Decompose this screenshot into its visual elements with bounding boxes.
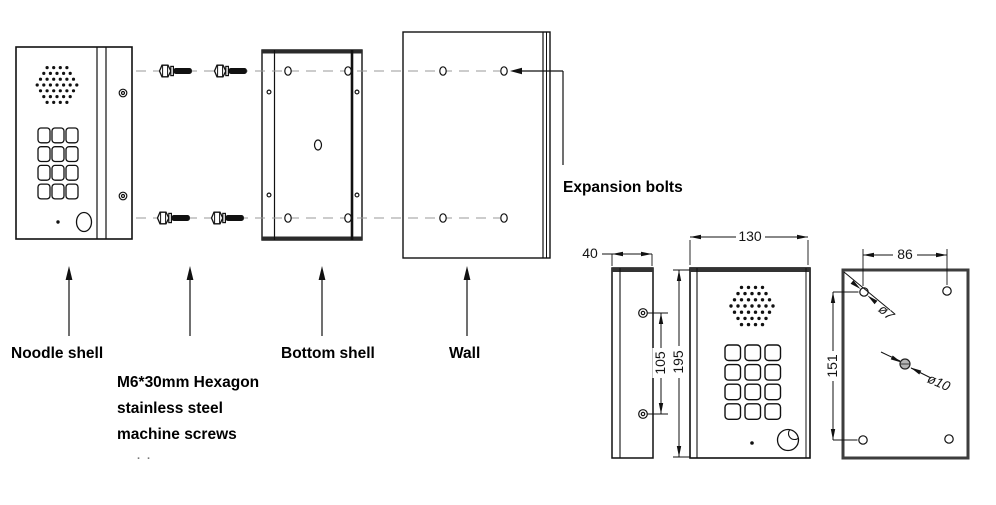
truncated-text: ..	[137, 450, 158, 462]
shell-screw-holes	[118, 88, 128, 201]
wall-holes	[439, 66, 508, 223]
dim-panel-height: 195	[670, 350, 686, 374]
dim-side-depth: 40	[582, 245, 598, 261]
dim-panel-width: 130	[738, 228, 762, 244]
front-view-dimension-drawing: 130 195	[670, 228, 811, 459]
speaker-grille	[35, 66, 79, 104]
dim-side-hole-spacing: 105	[652, 351, 668, 375]
mic-hole	[750, 441, 754, 445]
noodle-shell-view	[15, 46, 133, 240]
call-button	[776, 428, 800, 452]
bottom-shell-holes	[266, 66, 360, 223]
keypad	[37, 127, 79, 200]
dim-back-hole-spacing-h: 86	[897, 246, 913, 262]
bottom-shell-view	[261, 49, 363, 241]
wall-label: Wall	[449, 345, 481, 362]
call-button	[75, 211, 93, 233]
machine-screws-label-line1: M6*30mm Hexagon	[117, 374, 260, 391]
keypad	[724, 344, 782, 420]
machine-screws-label-line3: machine screws	[117, 426, 237, 443]
expansion-bolts-label: Expansion bolts	[563, 179, 683, 196]
centerlines	[136, 70, 500, 219]
label-pointer-arrows	[65, 266, 471, 336]
wall-view	[402, 31, 551, 259]
bottom-shell-label: Bottom shell	[281, 345, 375, 362]
speaker-grille	[729, 285, 775, 327]
machine-screws	[156, 64, 248, 225]
machine-screws-label-line2: stainless steel	[117, 400, 223, 417]
back-plate-dimension-drawing: 86 151 ø7 ø10	[824, 246, 970, 460]
mic-hole	[56, 220, 60, 224]
noodle-shell-label: Noodle shell	[11, 345, 104, 362]
side-view-dimension-drawing: 40 105	[579, 245, 668, 459]
expansion-bolt-callout-arrow	[510, 67, 564, 165]
dim-back-hole-spacing-v: 151	[824, 354, 840, 378]
